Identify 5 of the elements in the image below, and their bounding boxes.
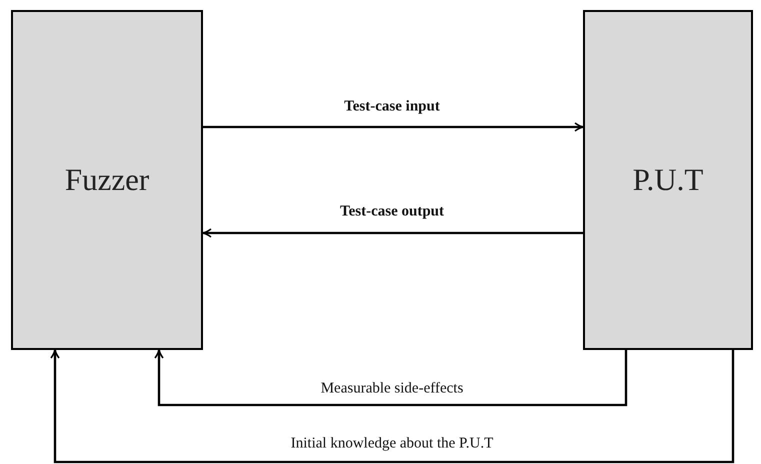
process-box bbox=[11, 10, 203, 350]
node-label: P.U.T bbox=[632, 162, 704, 198]
process-box bbox=[583, 10, 753, 350]
node-label: Fuzzer bbox=[64, 162, 150, 198]
edge-label: Test-case input bbox=[341, 98, 443, 116]
